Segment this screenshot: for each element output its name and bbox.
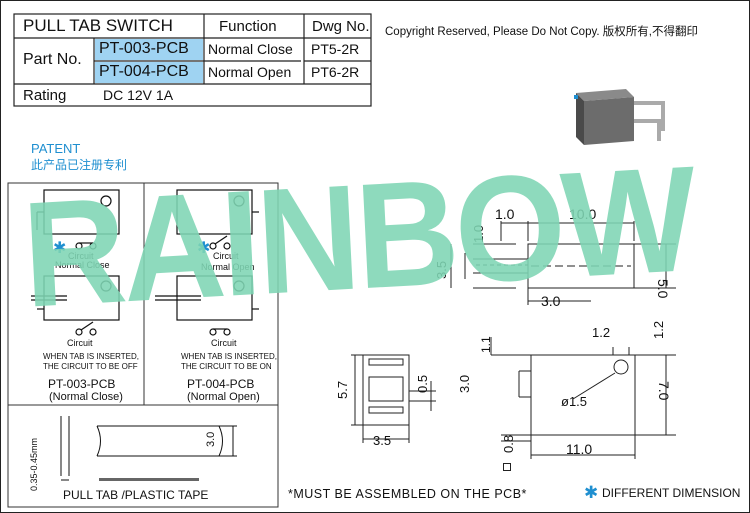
copyright-notice: Copyright Reserved, Please Do Not Copy. … [385,26,698,38]
dim-v-3-5: 3.5 [434,260,449,279]
front-view-drawing [351,354,436,443]
legend-text: DIFFERENT DIMENSION [602,486,741,500]
dim-top-10-0: 10.0 [569,206,597,222]
square-symbol [503,463,511,471]
dim-side-7-0: 7.0 [656,381,672,401]
rating-label: Rating [23,87,67,104]
caption-left: (Normal Close) [49,391,123,403]
model-left: PT-003-PCB [48,377,116,391]
dim-front-5-7: 5.7 [335,380,350,399]
note-left-2: THE CIRCUIT TO BE OFF [43,362,138,371]
tape-thickness-label: 0.35-0.45mm [29,437,39,491]
rating-value: DC 12V 1A [103,87,174,103]
circuit-label-right: Circuit [213,251,239,261]
circuit-label-right-2: Circuit [211,338,237,348]
dwg-header: Dwg No. [312,18,370,35]
table-title: PULL TAB SWITCH [23,16,173,35]
dim-top-1-0: 1.0 [495,206,515,222]
function-1: Normal Close [208,41,293,57]
dim-h-3-0: 3.0 [541,293,561,309]
asterisk-right: ✱ [197,240,211,257]
legend-asterisk-icon: ✱ [584,483,599,502]
asterisk-left: ✱ [53,240,67,257]
part-number-1: PT-003-PCB [99,40,189,57]
dim-side-1-2a: 1.2 [592,325,611,340]
note-right-1: WHEN TAB IS INSERTED, [181,352,278,361]
tape-drawing [60,416,237,481]
function-2: Normal Open [208,64,292,80]
footer-note: *MUST BE ASSEMBLED ON THE PCB* [288,487,527,501]
dim-v-5-0: 5.0 [655,279,671,299]
dim-side-diameter: ø1.5 [561,394,588,409]
dim-side-1-2b: 1.2 [651,320,666,339]
dwg-number-1: PT5-2R [311,41,360,57]
dim-v-1-0: 1.0 [471,224,486,243]
side-view-drawing [490,337,676,459]
tape-width-label: 3.0 [205,431,217,447]
patent-title: PATENT [31,141,81,156]
dim-front-0-5: 0.5 [415,374,430,393]
part-label: Part No. [23,51,82,68]
function-header: Function [219,18,277,35]
schematic-normal-open [155,189,259,336]
schematic-normal-close [31,189,120,336]
switch-photo [574,89,665,145]
model-right: PT-004-PCB [187,377,255,391]
state-label-left: Normal Close [55,260,110,270]
circuit-label-left: Circuit [68,251,94,261]
dim-side-11-0: 11.0 [566,441,593,457]
patent-subtitle: 此产品已注册专利 [31,158,128,172]
tape-label: PULL TAB /PLASTIC TAPE [63,488,209,502]
spec-table-grid [13,13,372,107]
dim-side-0-8: 0.8 [501,434,516,453]
note-right-2: THE CIRCUIT TO BE ON [181,362,272,371]
circuit-label-left-2: Circuit [67,338,93,348]
note-left-1: WHEN TAB IS INSERTED, [43,352,140,361]
caption-right: (Normal Open) [187,391,260,403]
dim-side-3-0: 3.0 [457,374,472,393]
dwg-number-2: PT6-2R [311,64,360,80]
dim-side-1-1: 1.1 [479,336,493,353]
top-view-drawing [450,221,676,305]
part-number-2: PT-004-PCB [99,63,189,80]
dim-front-3-5: 3.5 [373,433,392,448]
state-label-right: Normal Open [201,262,255,272]
